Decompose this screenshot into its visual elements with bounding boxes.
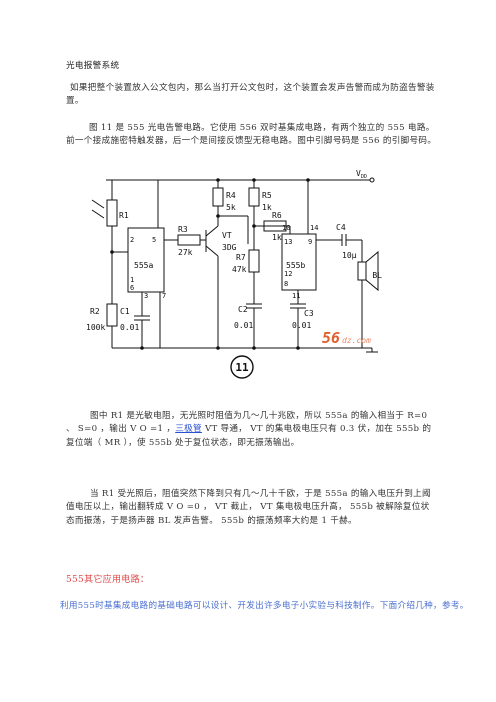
pin-b-13: 13	[284, 238, 292, 246]
c2-value: 0.01	[234, 321, 253, 330]
vdd-label: VDD	[356, 169, 367, 180]
r5-label: R5	[262, 191, 272, 200]
r4-value: 5k	[226, 203, 236, 212]
r6-value: 1k	[272, 233, 282, 242]
r4-label: R4	[226, 191, 236, 200]
pin-b-10: 10	[282, 224, 290, 232]
transistor-link[interactable]: 三极管	[175, 424, 202, 435]
r2-label: R2	[90, 307, 100, 316]
dark-state-paragraph: 图中 R1 是光敏电阻，无光照时阻值为几～几十兆欧，所以 555a 的输入相当于…	[66, 411, 432, 448]
speaker-label: BL	[372, 271, 382, 280]
pin-b-12: 12	[284, 270, 292, 278]
chip-b-label: 555b	[286, 261, 305, 270]
article-title: 光电报警系统	[66, 61, 120, 71]
pin-a-7: 7	[162, 292, 166, 300]
c3-value: 0.01	[292, 321, 311, 330]
light-state-paragraph: 当 R1 受光照后，阻值突然下降到只有几～几十千欧，于是 555a 的输入电压升…	[66, 489, 431, 526]
c4-label: C4	[336, 223, 346, 232]
pin-a-1: 1	[130, 276, 134, 284]
pin-a-2: 2	[130, 236, 134, 244]
r1-label: R1	[119, 211, 129, 220]
pin-b-9: 9	[308, 238, 312, 246]
r3-value: 27k	[178, 248, 193, 257]
r7-label: R7	[236, 253, 246, 262]
r2-value: 100k	[86, 323, 105, 332]
circuit-diagram: VDD R1 R2 100k R3 27k R4 5k R5 1k R6 1k …	[86, 169, 382, 379]
vt-label: VT	[222, 231, 232, 240]
c1-value: 0.01	[120, 323, 139, 332]
pin-a-6: 6	[130, 284, 134, 292]
c3-label: C3	[304, 309, 314, 318]
watermark-logo: 56	[322, 329, 340, 347]
section-heading: 555其它应用电路：	[66, 575, 150, 585]
watermark-domain: dz.com	[342, 336, 371, 345]
pin-a-3: 3	[144, 292, 148, 300]
figure-number: 11	[235, 361, 249, 374]
r5-value: 1k	[262, 203, 272, 212]
pin-b-8: 8	[284, 280, 288, 288]
r7-value: 47k	[232, 265, 247, 274]
pin-b-14: 14	[310, 224, 318, 232]
pin-a-5: 5	[152, 236, 156, 244]
r6-label: R6	[272, 211, 282, 220]
c4-value: 10μ	[342, 251, 357, 260]
figure-description: 图 11 是 555 光电告警电路。它使用 556 双时基集成电路，有两个独立的…	[66, 123, 437, 147]
section-paragraph: 利用555时基集成电路的基础电路可以设计、开发出许多电子小实验与科技制作。下面介…	[60, 601, 469, 611]
c2-label: C2	[238, 305, 248, 314]
vt-type: 3DG	[222, 243, 237, 252]
pin-b-11: 11	[292, 292, 300, 300]
c1-label: C1	[120, 307, 130, 316]
chip-a-label: 555a	[134, 261, 153, 270]
r3-label: R3	[178, 225, 188, 234]
intro-paragraph: 如果把整个装置放入公文包内，那么当打开公文包时，这个装置会发声告警而成为防盗告警…	[66, 83, 435, 107]
